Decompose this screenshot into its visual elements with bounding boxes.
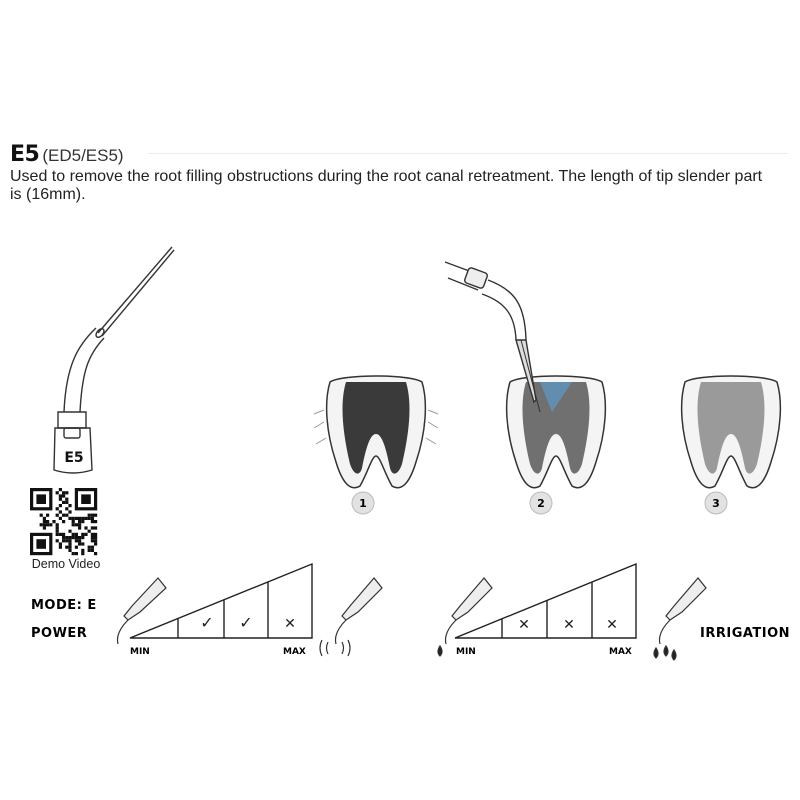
tooth-diagram-3 <box>680 375 782 489</box>
step-circle-3 <box>704 491 728 515</box>
handpiece-min-water-icon <box>437 577 493 657</box>
tooth-diagram-1 <box>313 375 439 489</box>
power-mark-1: ✓ <box>200 613 213 632</box>
step-label-1: 1 <box>359 497 367 510</box>
tip-engraving: E5 <box>64 450 84 466</box>
power-label: POWER <box>31 626 87 641</box>
step-label-2: 2 <box>537 497 545 510</box>
handpiece-max-water-icon <box>653 577 707 661</box>
power-mark-2: ✓ <box>239 613 252 632</box>
power-min-label: MIN <box>130 647 150 657</box>
handpiece-max-power-icon <box>319 577 383 657</box>
handpiece-illustration <box>444 261 541 413</box>
irrigation-mark-1: ✕ <box>518 617 530 633</box>
irrigation-mark-3: ✕ <box>606 617 618 633</box>
mode-label: MODE: E <box>31 598 97 613</box>
step-circle-1 <box>351 491 375 515</box>
handpiece-min-power-icon <box>116 577 167 645</box>
irrigation-mark-2: ✕ <box>563 617 575 633</box>
tip-alt-codes: (ED5/ES5) <box>42 146 124 165</box>
power-max-label: MAX <box>283 647 306 657</box>
step-label-3: 3 <box>712 497 720 510</box>
tip-description: Used to remove the root filling obstruct… <box>10 168 763 203</box>
tooth-diagram-2 <box>505 375 607 489</box>
tip-code: E5 <box>10 142 40 167</box>
irrigation-scale <box>454 562 637 639</box>
irrigation-label: IRRIGATION <box>700 626 790 641</box>
qr-caption: Demo Video <box>31 557 101 571</box>
title-row: E5 (ED5/ES5) <box>10 142 124 167</box>
irrigation-min-label: MIN <box>456 647 476 657</box>
power-mark-3: ✕ <box>284 616 296 632</box>
qr-code <box>30 488 98 556</box>
power-scale <box>129 562 313 639</box>
irrigation-max-label: MAX <box>609 647 632 657</box>
step-circle-2 <box>529 491 553 515</box>
title-divider <box>148 153 788 154</box>
tip-illustration <box>53 246 175 474</box>
